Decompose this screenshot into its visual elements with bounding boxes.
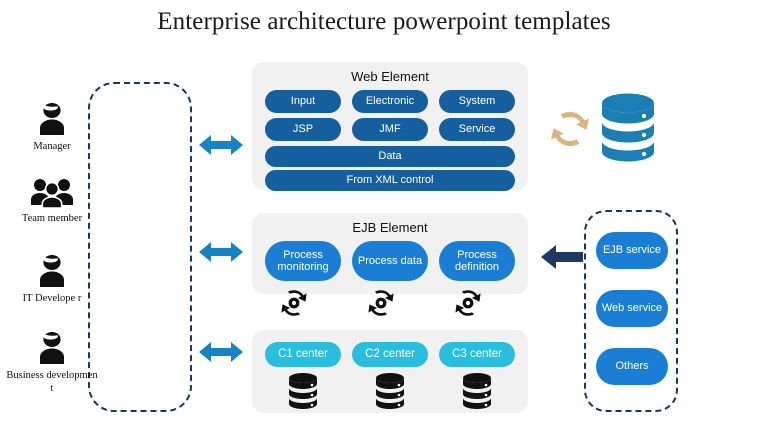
gear-refresh-icon — [277, 287, 311, 319]
role-label: Business developmen t — [6, 370, 98, 394]
role-item-manager[interactable]: Manager — [0, 96, 104, 154]
ejb-element-title: EJB Element — [352, 220, 428, 235]
database-stack-icon — [287, 372, 319, 412]
gear-refresh-icon — [364, 287, 398, 319]
web-pill-electronic[interactable]: Electronic — [352, 90, 428, 113]
center-pill-c3[interactable]: C3 center — [439, 342, 515, 367]
service-pill-others[interactable]: Others — [596, 348, 668, 385]
centers-panel: C1 center C2 center C3 center — [252, 330, 528, 413]
database-stack-icon — [374, 372, 406, 412]
double-arrow-icon-manager — [199, 132, 243, 158]
double-arrow-icon-ejb — [199, 239, 243, 265]
double-arrow-icon-centers — [199, 339, 243, 365]
services-panel: EJB service Web service Others — [584, 210, 678, 412]
ejb-pill-process-data[interactable]: Process data — [352, 241, 428, 281]
web-pill-input[interactable]: Input — [265, 90, 341, 113]
gear-refresh-icon — [451, 287, 485, 319]
person-icon — [0, 248, 104, 290]
role-item-team-member[interactable]: Team member — [0, 168, 104, 226]
role-label: IT Develope r — [22, 293, 82, 304]
people-group-icon — [0, 168, 104, 210]
database-icon — [600, 92, 656, 166]
web-pill-jsp[interactable]: JSP — [265, 118, 341, 141]
role-label: Team member — [21, 213, 83, 224]
role-item-business-development[interactable]: Business developmen t — [0, 325, 104, 395]
person-icon — [0, 325, 104, 367]
arrow-left-icon — [541, 242, 583, 272]
web-element-panel: Web Element Input Electronic System JSP … — [252, 62, 528, 191]
service-pill-web-service[interactable]: Web service — [596, 290, 668, 327]
role-label: Manager — [33, 141, 71, 152]
web-pill-service[interactable]: Service — [439, 118, 515, 141]
web-pill-from-xml-control[interactable]: From XML control — [265, 170, 515, 191]
service-pill-ejb-service[interactable]: EJB service — [596, 232, 668, 269]
ejb-element-panel: EJB Element Process monitoring Process d… — [252, 213, 528, 294]
web-pill-data[interactable]: Data — [265, 146, 515, 167]
database-stack-icon — [461, 372, 493, 412]
person-icon — [0, 96, 104, 138]
sync-arrows-icon — [546, 105, 594, 153]
center-pill-c1[interactable]: C1 center — [265, 342, 341, 367]
web-pill-system[interactable]: System — [439, 90, 515, 113]
center-pill-c2[interactable]: C2 center — [352, 342, 428, 367]
role-item-it-developer[interactable]: IT Develope r — [0, 248, 104, 306]
web-pill-jmf[interactable]: JMF — [352, 118, 428, 141]
roles-panel — [88, 82, 192, 412]
web-element-title: Web Element — [351, 69, 429, 84]
page-title: Enterprise architecture powerpoint templ… — [157, 8, 611, 35]
ejb-pill-process-definition[interactable]: Process definition — [439, 241, 515, 281]
ejb-pill-process-monitoring[interactable]: Process monitoring — [265, 241, 341, 281]
